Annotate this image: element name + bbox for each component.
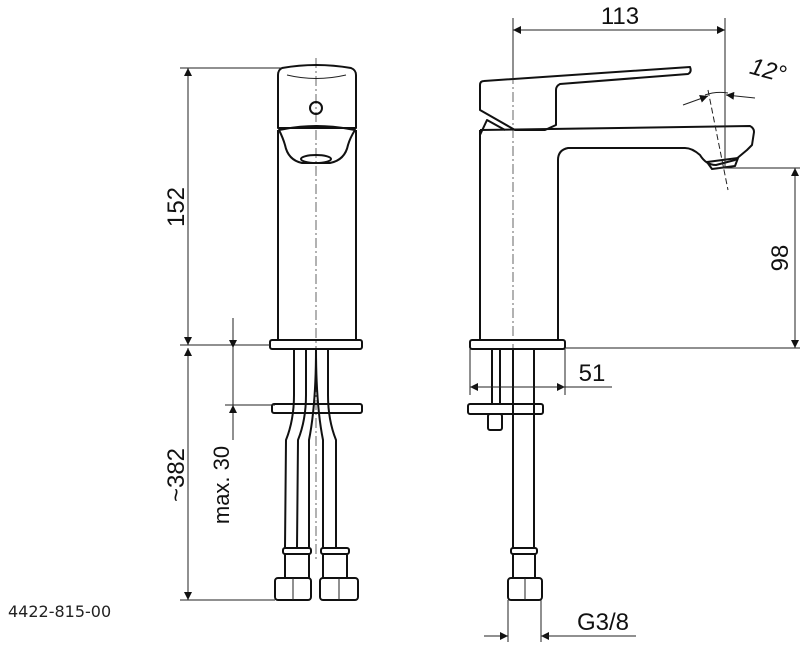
dim-12-degree: 12° — [747, 53, 789, 89]
drawing-number: 4422-815-00 — [8, 602, 112, 621]
front-dimensions: 152 ~382 max. 30 — [163, 67, 282, 601]
dim-g3-8: G3/8 — [577, 609, 629, 636]
side-view — [467, 20, 755, 601]
dim-382: ~382 — [163, 448, 190, 502]
front-view — [269, 58, 363, 601]
side-dimensions: 113 12° 98 51 G3/8 — [469, 3, 800, 642]
dim-98: 98 — [767, 245, 794, 272]
dim-113: 113 — [601, 3, 639, 30]
dim-max-30: max. 30 — [209, 446, 234, 524]
dim-152: 152 — [163, 187, 190, 227]
dim-51: 51 — [579, 360, 606, 387]
